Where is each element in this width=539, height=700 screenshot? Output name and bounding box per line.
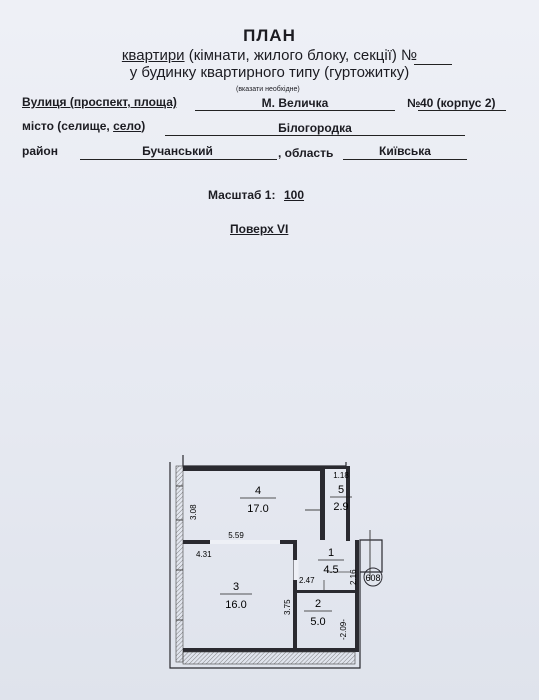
- right-wall-room5: [346, 466, 350, 541]
- wall-room3-1: [293, 540, 297, 650]
- region-label: , область: [278, 146, 334, 160]
- room-2-area: 5.0: [310, 616, 325, 628]
- left-wall-hatch: [175, 465, 184, 663]
- room-5-area: 2.9: [333, 501, 348, 513]
- dim-3-75: 3.75: [283, 599, 292, 615]
- dim-2-16: 2.16: [349, 569, 358, 585]
- floor-label: Поверх VI: [230, 222, 289, 236]
- right-wall-room1: [355, 540, 359, 652]
- district-line: [80, 159, 277, 160]
- marker-circle: [363, 567, 383, 587]
- specify-note: (вказати необхідне): [236, 86, 300, 93]
- region-value: Київська: [379, 144, 431, 158]
- outer-walls: [169, 455, 383, 669]
- dim-2-09: -2.09-: [339, 619, 348, 640]
- wall-outline-lower: [169, 462, 383, 669]
- subtitle-rest: (кімнати, жилого блоку, секції) №: [184, 47, 418, 64]
- number-value: 40 (корпус 2): [420, 96, 496, 110]
- wall-room4-5: [320, 466, 325, 540]
- city-value: Білогородка: [278, 121, 352, 135]
- number-label: №: [407, 96, 421, 110]
- top-wall-room5: [325, 466, 346, 469]
- dim-2-47: 2.47: [299, 576, 315, 585]
- dim-3-08: 3.08: [189, 504, 198, 520]
- room-4-number: 4: [255, 485, 261, 497]
- street-value: М. Величка: [261, 96, 329, 110]
- plan-subtitle-line1: квартири (кімнати, жилого блоку, секції)…: [0, 47, 539, 64]
- dim-4-31: 4.31: [196, 550, 212, 559]
- village-word: село: [113, 119, 142, 133]
- city-label-close: ): [141, 119, 146, 133]
- city-line: [165, 135, 465, 136]
- wall-outline-top: [182, 455, 347, 467]
- room-1-number: 1: [328, 547, 334, 559]
- plan-subtitle-line2: у будинку квартирного типу (гуртожитку): [129, 64, 410, 81]
- top-wall: [183, 466, 320, 471]
- bottom-wall: [183, 648, 355, 652]
- city-label-part: місто (селище,: [22, 119, 114, 133]
- marker-label: 608: [365, 573, 380, 583]
- street-label: Вулиця (проспект, площа): [22, 95, 177, 109]
- scale-value: 100: [284, 188, 305, 202]
- district-label: район: [22, 144, 58, 158]
- street-line: [195, 110, 395, 111]
- room-1-area: 4.5: [323, 564, 338, 576]
- plan-title: ПЛАН: [243, 26, 296, 45]
- number-blank-line: [414, 64, 452, 65]
- district-value: Бучанський: [142, 144, 213, 158]
- room-3-area: 16.0: [225, 599, 246, 611]
- room-5-number: 5: [338, 484, 344, 496]
- room-4-area: 17.0: [247, 503, 268, 515]
- dim-1-18: 1.18: [333, 471, 349, 480]
- dim-5-59: 5.59: [228, 531, 244, 540]
- wall-room1-2: [297, 590, 355, 593]
- apartment-word: квартири: [121, 47, 185, 64]
- city-label: місто (селище, село): [22, 119, 145, 133]
- number-line: [418, 110, 506, 111]
- bottom-wall-hatch: [182, 651, 356, 665]
- room-3-number: 3: [233, 581, 239, 593]
- scale-label: Масштаб 1:: [208, 188, 276, 202]
- region-line: [343, 159, 467, 160]
- room-2-number: 2: [315, 598, 321, 610]
- door-gap-3-4: [210, 540, 280, 544]
